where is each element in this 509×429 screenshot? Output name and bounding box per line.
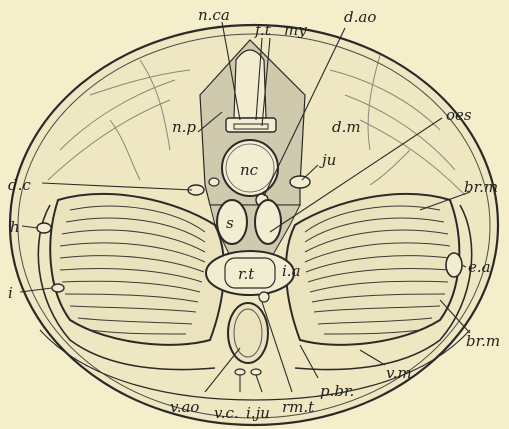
label-i-a: i.a <box>282 262 301 280</box>
label-s: s <box>226 214 234 232</box>
label-br-m-lower: br.m <box>466 332 500 350</box>
label-v-c: v.c. <box>214 404 239 422</box>
label-d-m: d.m <box>332 118 361 136</box>
vessel-vc <box>235 369 245 375</box>
label-rm-t: rm.t <box>282 398 315 416</box>
label-i-ju: i.ju <box>246 404 270 422</box>
label-r-t: r.t <box>238 265 255 283</box>
label-ju: ju <box>319 151 336 169</box>
neural-canal <box>234 50 266 118</box>
lateral-organ-h <box>37 223 51 233</box>
lateral-organ-i <box>52 284 64 292</box>
label-p-br: p.br. <box>320 382 354 400</box>
label-v-ao: v.ao <box>170 398 199 416</box>
label-i: i <box>8 284 13 302</box>
vessel-iju <box>251 369 261 375</box>
label-oes: oes <box>446 106 472 124</box>
ductus-cuvieri-left-2 <box>209 178 219 186</box>
label-my: my <box>284 21 307 39</box>
label-br-m-upper: br.m <box>464 178 498 196</box>
label-f-t: f.t <box>254 21 272 39</box>
label-d-ao: d.ao <box>344 8 376 26</box>
label-nc: nc <box>240 161 259 179</box>
label-n-p: n.p <box>172 118 196 136</box>
label-e-a: e.a <box>468 258 491 276</box>
rete-small-vessel <box>259 292 269 302</box>
external-artery <box>446 253 462 277</box>
label-n-ca: n.ca <box>198 6 230 24</box>
oesophagus <box>255 200 281 244</box>
label-h: h <box>10 218 20 236</box>
jugular-vessel <box>290 176 310 188</box>
label-d-c: d.c <box>8 176 31 194</box>
label-v-m: v.m <box>386 364 412 382</box>
